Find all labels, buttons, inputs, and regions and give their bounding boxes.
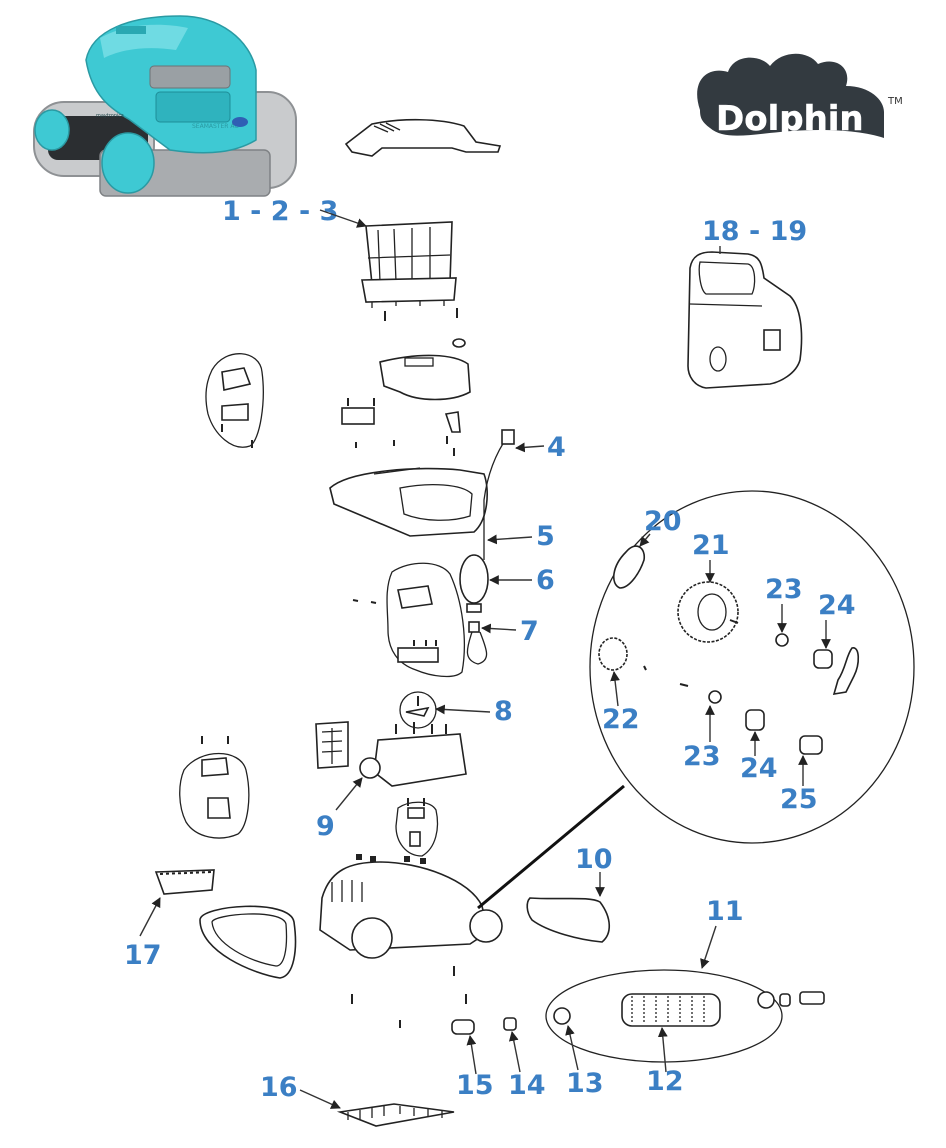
side-panel-upper — [205, 353, 264, 448]
latch-parts — [341, 398, 461, 456]
chassis — [319, 854, 503, 959]
callout-22: 22 — [602, 704, 640, 735]
callout-5: 5 — [536, 521, 555, 552]
leader-8 — [435, 704, 491, 715]
callout-23b: 23 — [683, 741, 721, 772]
rubber-strip — [336, 1103, 455, 1127]
small-gear — [598, 637, 628, 671]
callout-24a: 24 — [818, 590, 856, 621]
leader-22 — [610, 671, 620, 707]
power-supply — [687, 251, 803, 389]
callout-9: 9 — [316, 811, 335, 842]
logo-text: Dolphin — [716, 99, 864, 139]
middle-body — [329, 467, 488, 537]
wheel-cap-rear — [34, 109, 70, 151]
axle-bushing — [451, 1019, 475, 1035]
callout-7: 7 — [520, 616, 539, 647]
leader-12 — [657, 1027, 668, 1073]
callout-15: 15 — [456, 1070, 494, 1101]
callout-10: 10 — [575, 844, 613, 875]
side-panel-lower — [179, 736, 250, 839]
motor-unit — [315, 721, 467, 787]
wheel-cap-front — [101, 132, 155, 194]
leader-17 — [139, 897, 161, 937]
bracket — [832, 647, 860, 695]
nut — [503, 1017, 517, 1031]
detail-circle — [589, 490, 915, 844]
leader-20 — [639, 533, 651, 547]
wheel-cap — [613, 545, 646, 589]
spacer — [799, 735, 823, 755]
bushing — [813, 649, 833, 669]
small-parts-lower — [351, 966, 517, 1035]
brush-kit — [545, 969, 825, 1063]
filter-basket — [361, 221, 457, 308]
leader-11 — [700, 925, 717, 969]
brush — [621, 993, 721, 1027]
dolphin-logo: Dolphin TM — [697, 53, 903, 139]
brush-bushing — [553, 1007, 571, 1025]
maker-text: maytronics — [96, 113, 124, 119]
callout-20: 20 — [644, 506, 682, 537]
handle-top — [149, 65, 231, 89]
leader-15 — [466, 1035, 477, 1075]
front-handle — [154, 869, 215, 895]
callout-21: 21 — [692, 530, 730, 561]
impeller-cover — [399, 691, 437, 729]
model-text: SEAMASTER AC — [192, 123, 239, 130]
callout-11: 11 — [706, 896, 744, 927]
wheel — [469, 909, 503, 943]
callout-18-19: 18 - 19 — [702, 216, 807, 247]
leader-4 — [515, 442, 545, 453]
callout-4: 4 — [547, 432, 566, 463]
callout-23a: 23 — [765, 574, 803, 605]
lower-cover — [395, 798, 439, 857]
product-photo: SEAMASTER AC maytronics — [33, 15, 297, 197]
cable-connector — [501, 429, 515, 445]
callout-12: 12 — [646, 1066, 684, 1097]
leader-5 — [487, 534, 533, 545]
leader-7 — [481, 623, 517, 634]
callout-16: 16 — [260, 1072, 298, 1103]
wheel — [351, 917, 393, 959]
grommet — [452, 338, 466, 348]
leader-13 — [565, 1025, 579, 1071]
upper-cover — [379, 338, 471, 401]
logo-wave-shape — [697, 53, 884, 139]
detail-pointer-line — [477, 784, 625, 910]
inner-panel — [352, 562, 466, 678]
leader-1-2-3 — [319, 209, 367, 228]
handle-recess — [155, 91, 231, 123]
track-left — [199, 905, 297, 979]
mini-logo-badge — [232, 117, 248, 127]
track-right — [526, 897, 611, 943]
callout-24b: 24 — [740, 753, 778, 784]
callout-17: 17 — [124, 940, 162, 971]
top-cover — [344, 118, 502, 157]
leader-16 — [299, 1089, 341, 1109]
washer — [775, 633, 789, 647]
callout-25: 25 — [780, 784, 818, 815]
leader-14 — [508, 1031, 521, 1073]
float — [459, 554, 489, 604]
callout-14: 14 — [508, 1070, 546, 1101]
large-gear — [677, 581, 739, 643]
callout-13: 13 — [566, 1068, 604, 1099]
bushing — [745, 709, 765, 731]
trademark: TM — [887, 96, 903, 107]
callout-8: 8 — [494, 696, 513, 727]
washer — [708, 690, 722, 704]
callout-6: 6 — [536, 565, 555, 596]
vent-grille — [116, 26, 146, 34]
leader-9 — [335, 777, 363, 811]
cable-assembly — [459, 429, 515, 665]
callout-1-2-3: 1 - 2 - 3 — [222, 196, 338, 227]
